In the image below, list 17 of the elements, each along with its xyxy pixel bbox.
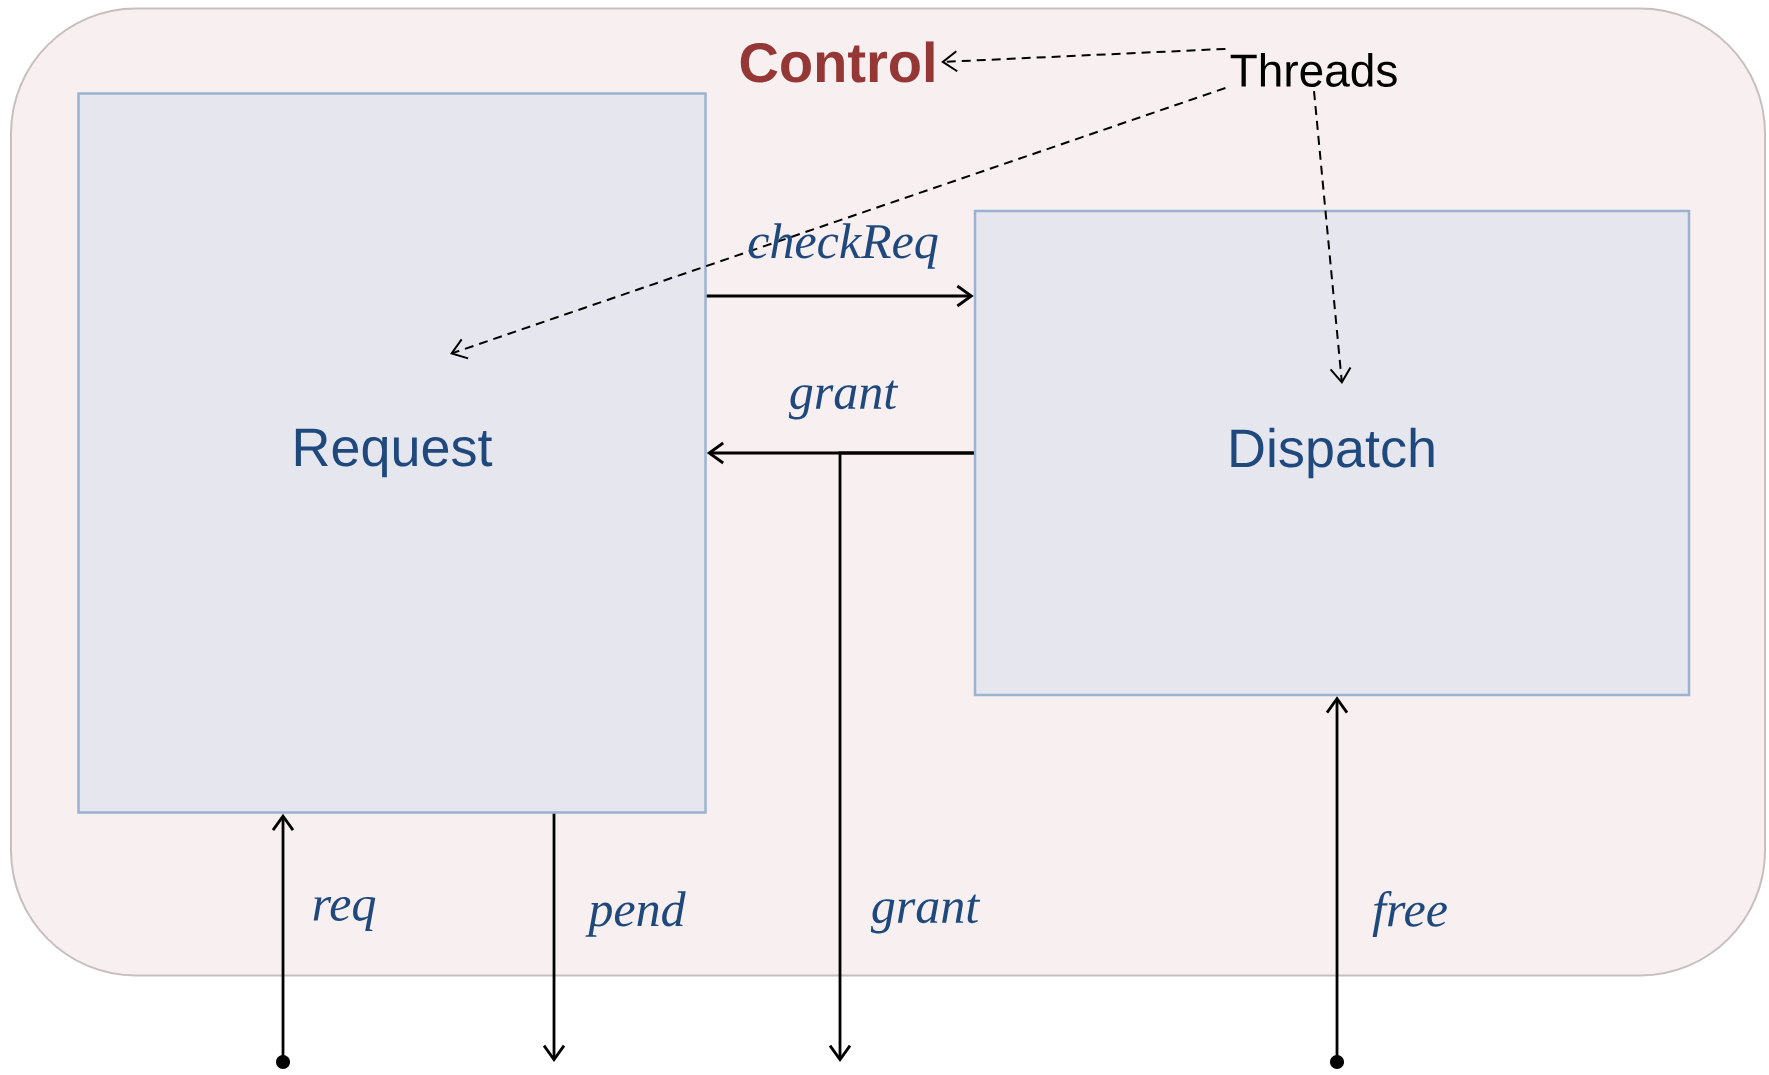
arrow	[542, 813, 566, 1062]
arrow	[706, 284, 974, 308]
annotation-text: Threads	[1230, 53, 1397, 87]
arrow	[1313, 90, 1352, 384]
edge-label: grant	[870, 894, 981, 934]
block-box: Request	[77, 92, 707, 814]
edge-label: free	[1372, 891, 1447, 937]
edge-label: pend	[585, 891, 686, 937]
edge-label: req	[313, 896, 376, 932]
edge-label: checkReq	[748, 223, 938, 269]
arrow	[828, 451, 974, 1062]
arrow	[1325, 696, 1349, 1069]
block-box: Dispatch	[973, 209, 1691, 697]
arrow	[271, 813, 295, 1069]
arrow	[450, 87, 1227, 360]
edge-label: grant	[788, 380, 899, 420]
arrow	[941, 47, 1227, 73]
